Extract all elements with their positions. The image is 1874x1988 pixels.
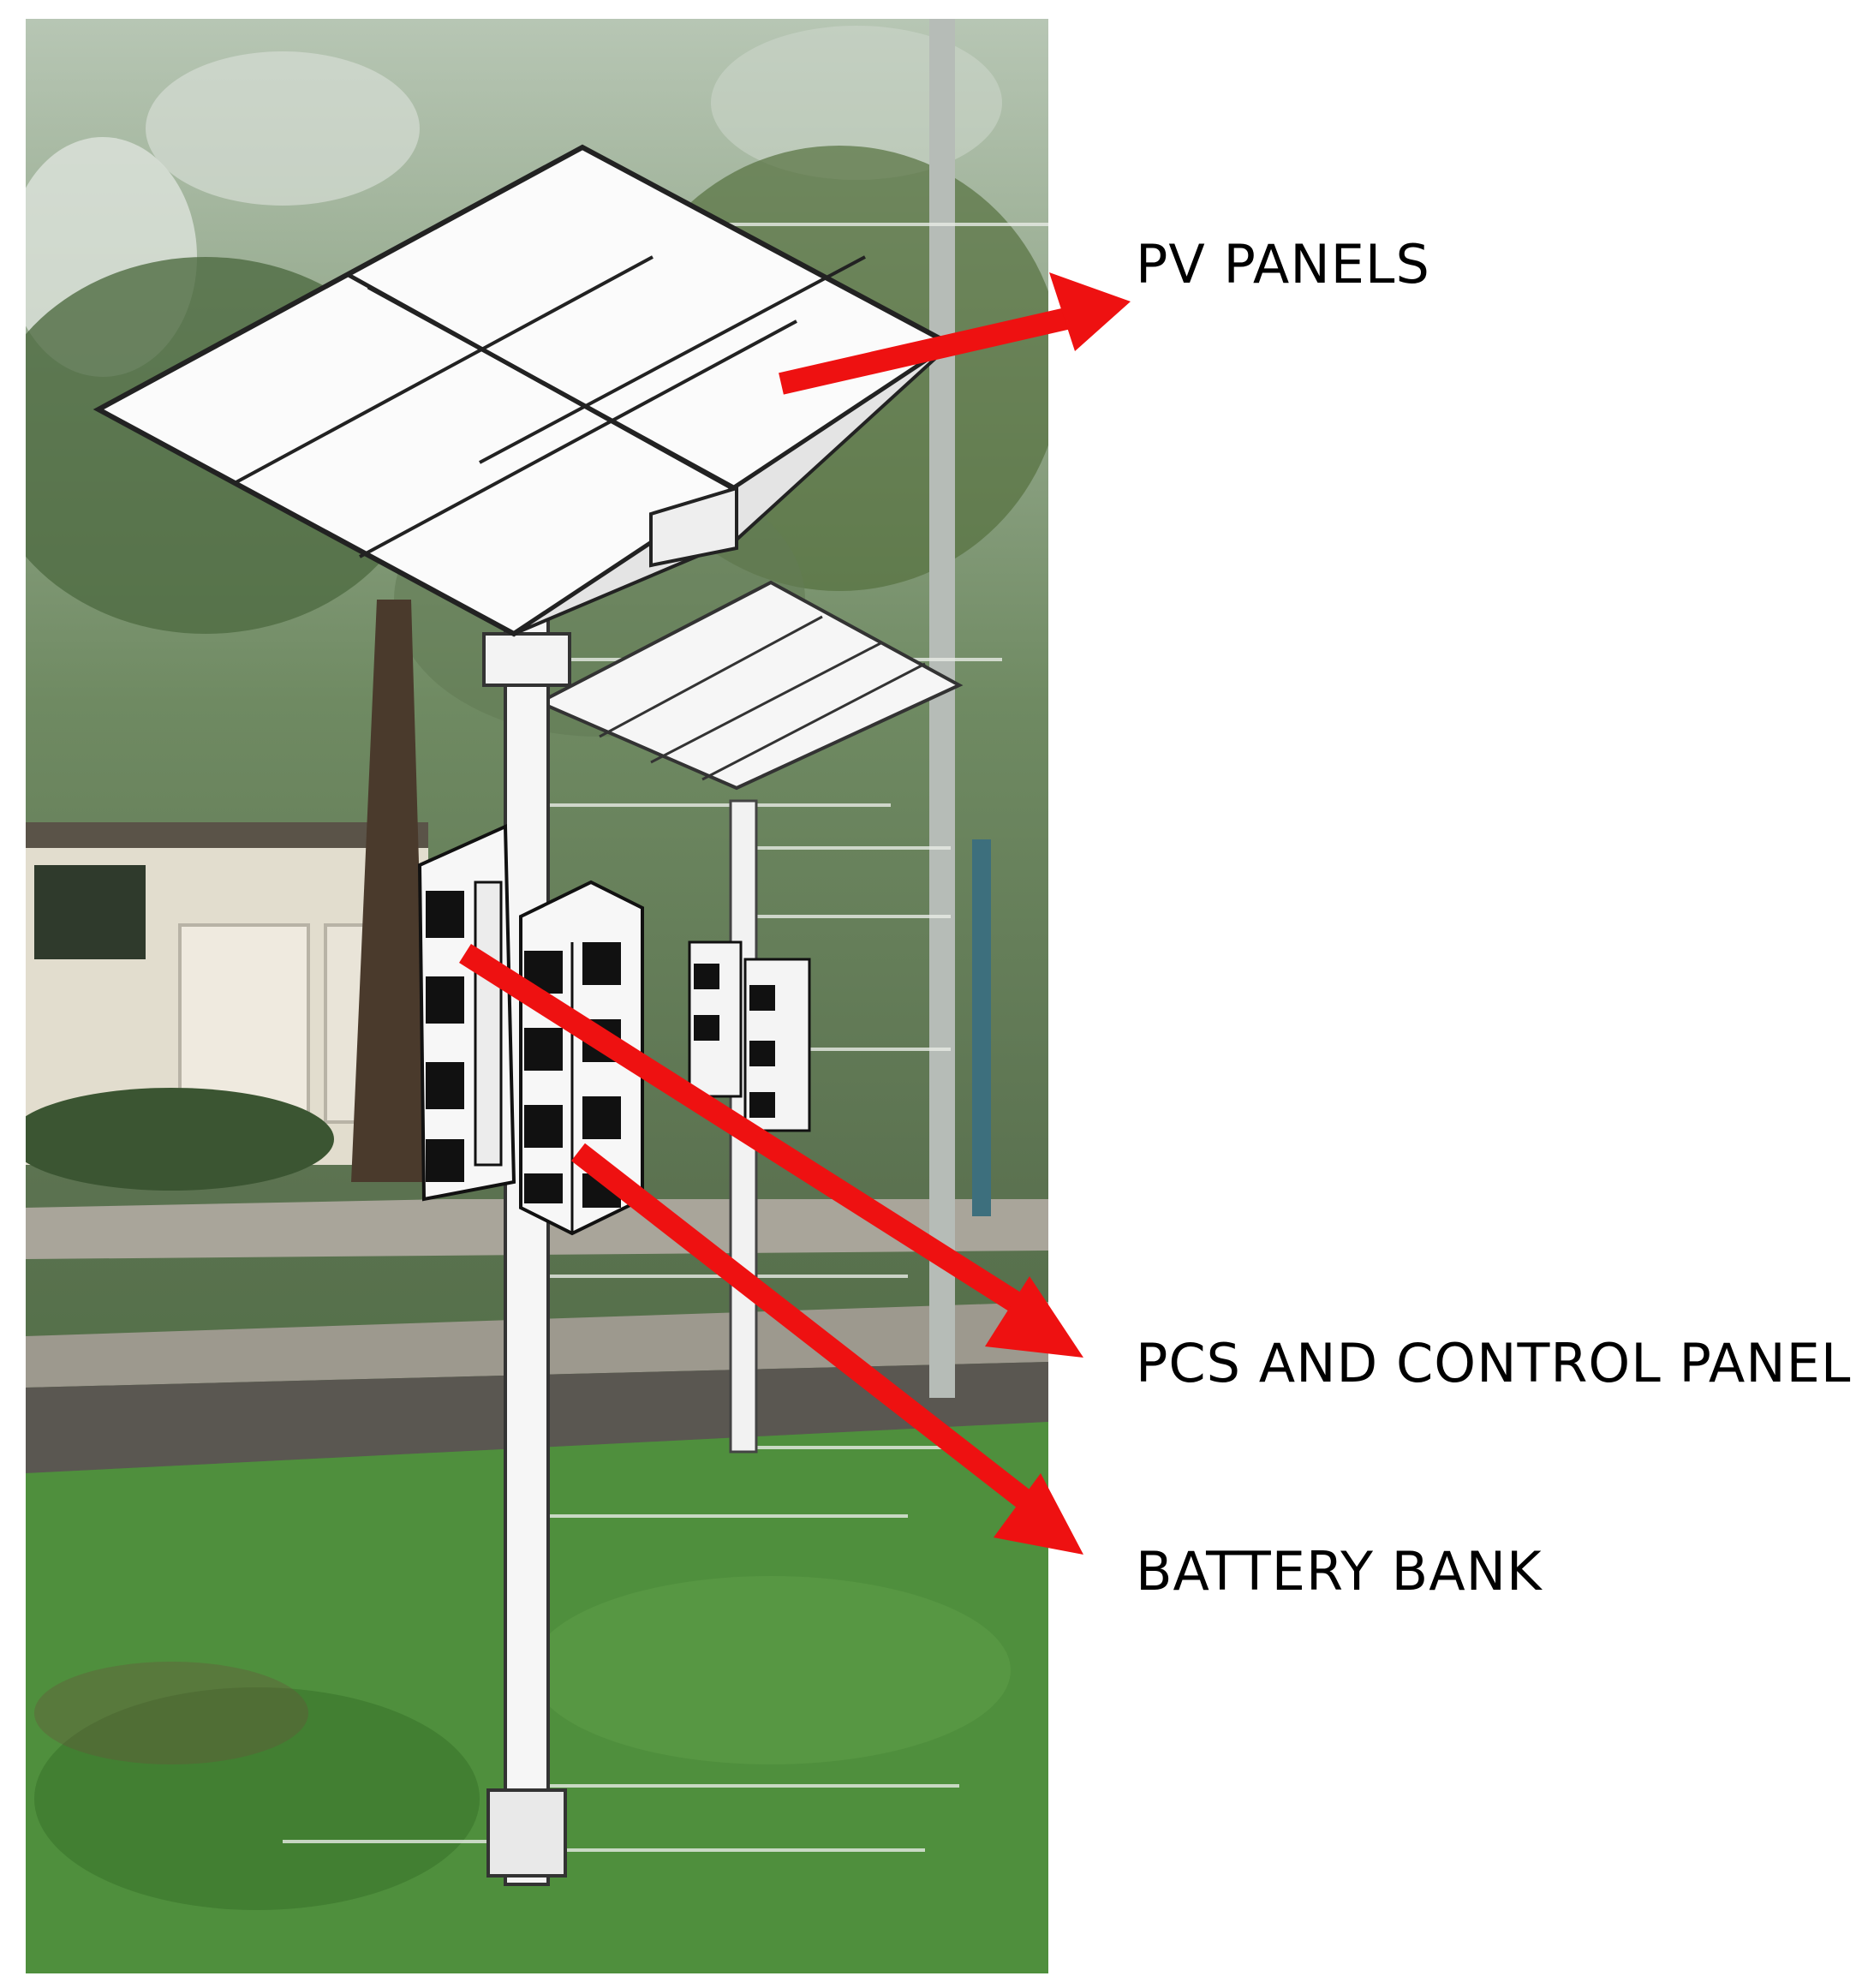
pv-panels-label: PV PANELS (1136, 233, 1430, 296)
pv-panel-array (93, 144, 956, 637)
pcs-control-panel-label: PCS AND CONTROL PANEL (1136, 1332, 1852, 1394)
arrow-battery-bank (571, 1143, 1083, 1555)
arrow-pv-panels (779, 272, 1131, 395)
battery-bank-box (417, 823, 516, 1202)
arrow-pcs-control-panel (459, 944, 1083, 1358)
main-streetlight (93, 144, 956, 1886)
battery-bank-label: BATTERY BANK (1136, 1540, 1543, 1603)
pcs-control-panel-box (519, 880, 644, 1236)
rear-battery-box (688, 940, 811, 1132)
